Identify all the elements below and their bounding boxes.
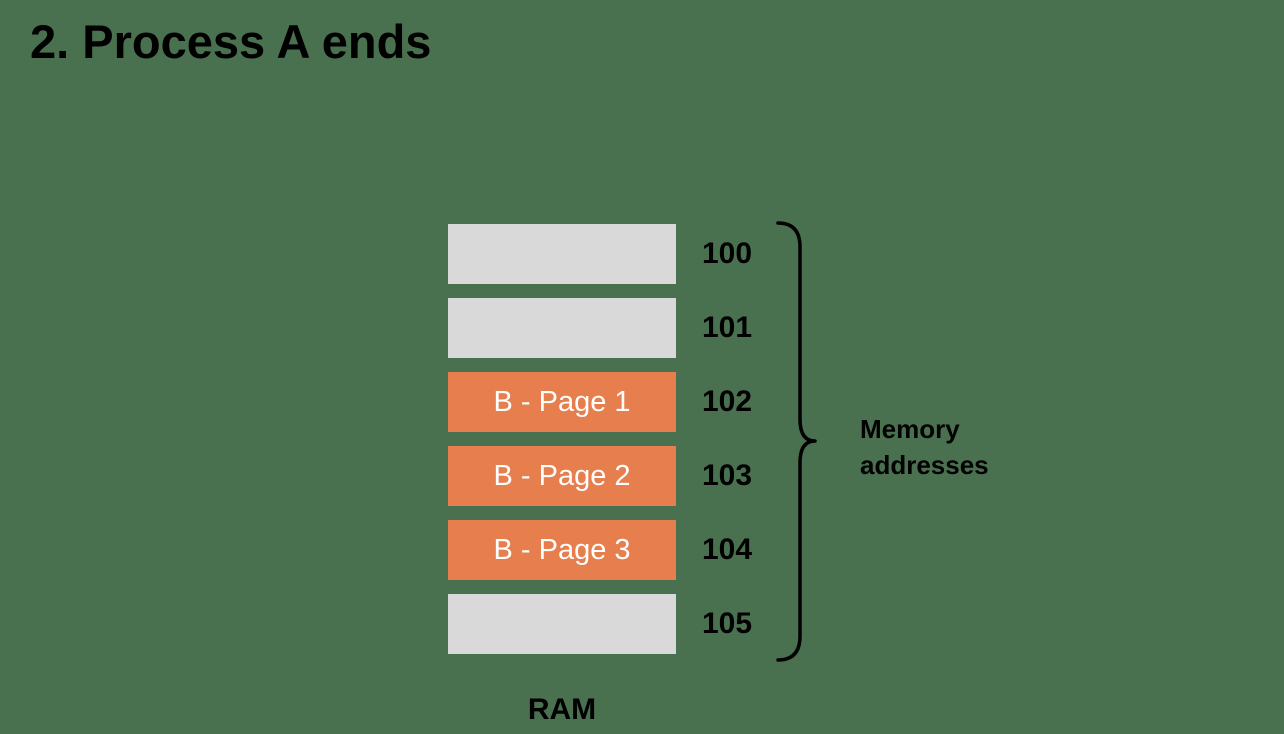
memory-address: 101 — [702, 311, 753, 344]
memory-row: 101 — [448, 298, 762, 358]
memory-row: B - Page 2 103 — [448, 446, 762, 506]
memory-address: 100 — [702, 237, 753, 270]
memory-block-process-b-page-1: B - Page 1 — [448, 372, 676, 432]
ram-label: RAM — [527, 693, 597, 726]
memory-row: B - Page 3 104 — [448, 520, 762, 580]
memory-block-process-b-page-2: B - Page 2 — [448, 446, 676, 506]
memory-block-free — [448, 594, 676, 654]
memory-block-free — [448, 298, 676, 358]
memory-addresses-label: Memory addresses — [860, 411, 989, 483]
memory-row: 105 — [448, 594, 762, 654]
memory-block-process-b-page-3: B - Page 3 — [448, 520, 676, 580]
memory-row: 100 — [448, 224, 762, 284]
memory-addresses-label-line1: Memory — [860, 414, 960, 444]
memory-address: 102 — [702, 385, 753, 418]
memory-stack: 100 101 B - Page 1 102 B - Page 2 103 B … — [448, 224, 762, 654]
memory-address: 103 — [702, 459, 753, 492]
memory-addresses-label-line2: addresses — [860, 450, 989, 480]
memory-block-label: B - Page 1 — [493, 385, 631, 418]
memory-block-free — [448, 224, 676, 284]
memory-row: B - Page 1 102 — [448, 372, 762, 432]
memory-block-label: B - Page 3 — [493, 533, 631, 566]
curly-brace-icon — [776, 221, 817, 662]
slide-title: 2. Process A ends — [30, 15, 432, 68]
memory-block-label: B - Page 2 — [493, 459, 631, 492]
memory-address: 105 — [702, 607, 753, 640]
memory-address: 104 — [702, 533, 753, 566]
